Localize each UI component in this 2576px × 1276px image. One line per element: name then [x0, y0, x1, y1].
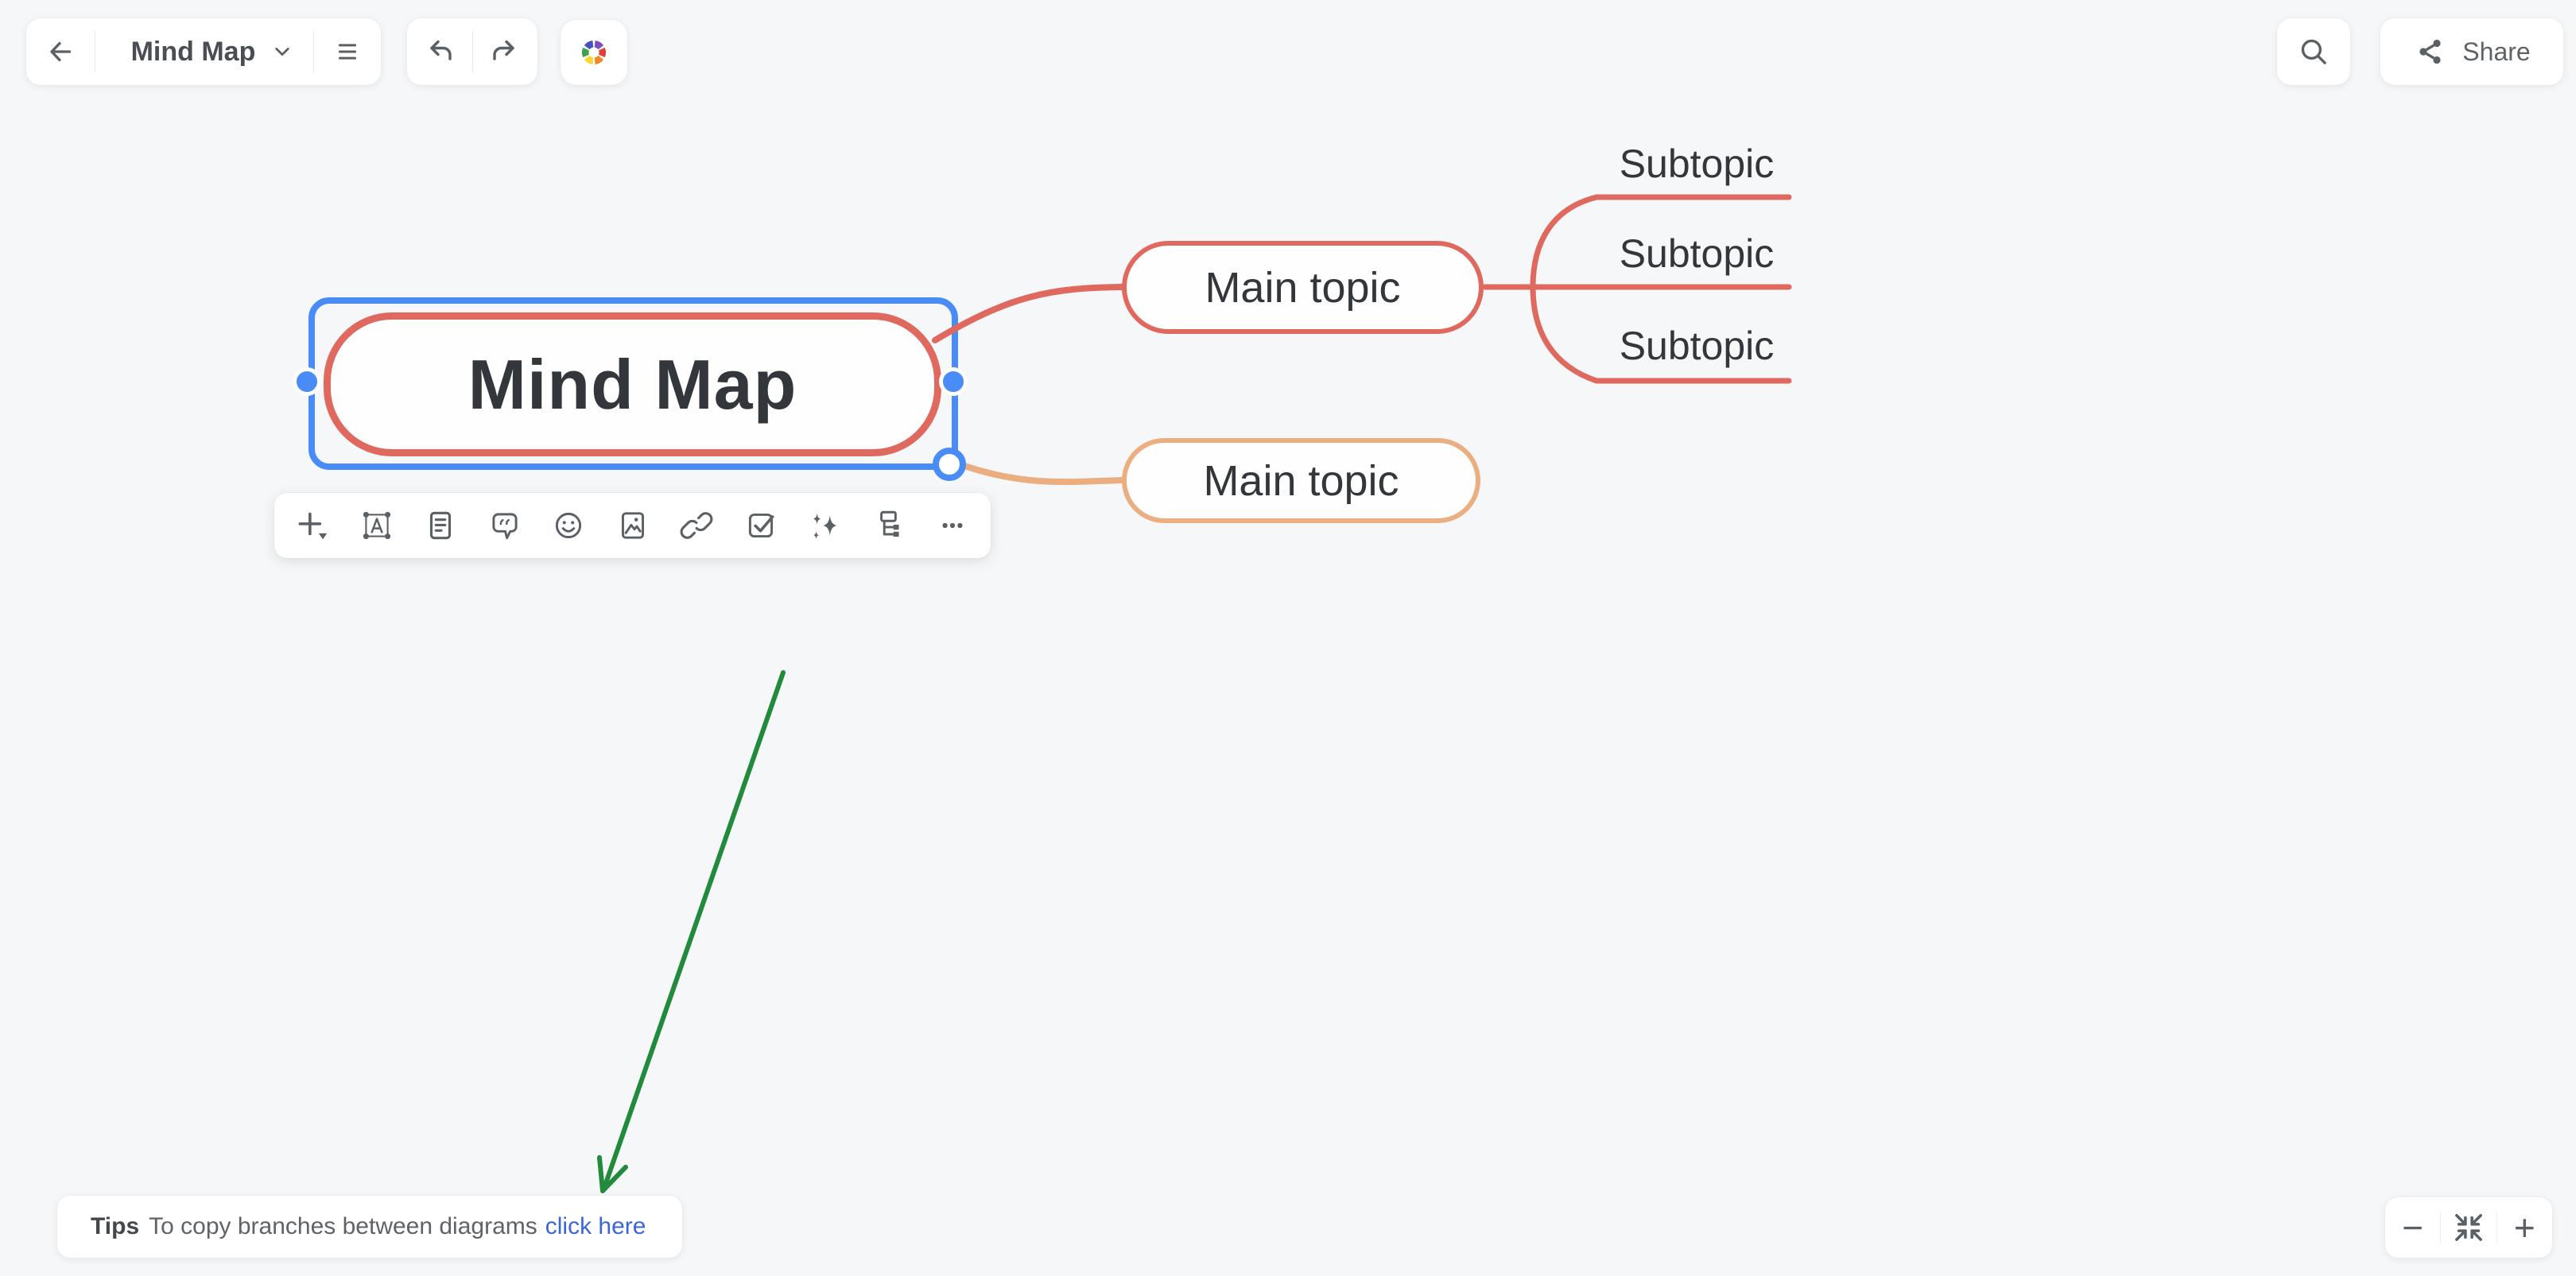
share-icon	[2419, 39, 2441, 64]
chevron-down-icon	[275, 47, 290, 56]
subtopic-node-2[interactable]: Subtopic	[1558, 231, 1836, 277]
image-button[interactable]	[614, 502, 652, 549]
subtopic-node-3[interactable]: Subtopic	[1558, 323, 1836, 369]
branch-drag-handle[interactable]	[933, 448, 966, 481]
subtopic-2-label: Subtopic	[1619, 231, 1775, 276]
zoom-controls: − +	[2385, 1197, 2552, 1258]
note-button[interactable]	[421, 502, 460, 549]
sparkles-icon	[813, 513, 837, 539]
main-topic-node-2[interactable]: Main topic	[1122, 438, 1480, 523]
annotation-arrow	[602, 670, 786, 1190]
search-icon	[2301, 39, 2326, 64]
note-icon	[429, 511, 452, 540]
tips-message: To copy branches between diagrams	[149, 1213, 537, 1239]
undo-button[interactable]	[407, 18, 472, 85]
comment-icon	[491, 513, 518, 540]
resize-handle-left[interactable]	[293, 367, 321, 396]
task-button[interactable]	[742, 502, 780, 549]
divider	[471, 31, 473, 72]
main-topic-node-1[interactable]: Main topic	[1122, 241, 1484, 334]
share-button[interactable]: Share	[2380, 18, 2563, 85]
add-node-button[interactable]	[293, 502, 332, 549]
ai-button[interactable]	[805, 502, 844, 549]
back-button[interactable]	[26, 18, 95, 85]
emoji-smile-icon	[555, 512, 582, 539]
theme-button[interactable]	[561, 20, 627, 85]
root-node[interactable]: Mind Map	[324, 312, 941, 456]
tips-label: Tips	[91, 1213, 140, 1239]
plus-icon	[298, 512, 328, 540]
document-toolbar: Mind Map	[26, 18, 381, 85]
resize-handle-right[interactable]	[939, 367, 968, 396]
tree-structure-icon	[879, 510, 899, 537]
node-action-toolbar	[274, 493, 991, 558]
more-button[interactable]	[933, 502, 972, 549]
redo-icon	[493, 40, 514, 60]
document-title: Mind Map	[130, 36, 256, 67]
zoom-in-button[interactable]: +	[2513, 1207, 2535, 1248]
hamburger-menu-icon	[338, 44, 357, 60]
subtopic-3-label: Subtopic	[1619, 324, 1775, 368]
link-button[interactable]	[677, 502, 716, 549]
text-button[interactable]	[358, 502, 396, 549]
ellipsis-icon	[942, 522, 963, 529]
divider	[2440, 1212, 2442, 1243]
back-arrow-icon	[50, 41, 72, 62]
main-topic-1-label: Main topic	[1205, 263, 1401, 312]
link-icon	[680, 512, 713, 539]
checkbox-icon	[748, 513, 774, 538]
subtopic-1-label: Subtopic	[1619, 142, 1775, 186]
subtopic-node-1[interactable]: Subtopic	[1558, 141, 1836, 187]
fit-view-button[interactable]	[2441, 1197, 2496, 1258]
undo-redo-toolbar	[407, 18, 537, 85]
image-icon	[621, 512, 644, 539]
menu-button[interactable]	[314, 18, 381, 85]
fit-view-icon	[2455, 1214, 2482, 1241]
annotation-arrowhead	[597, 1155, 628, 1193]
main-topic-2-label: Main topic	[1203, 456, 1399, 505]
caret-down-icon	[318, 533, 328, 540]
document-title-dropdown[interactable]: Mind Map	[95, 18, 313, 85]
comment-button[interactable]	[486, 502, 524, 549]
divider	[2496, 1212, 2497, 1243]
structure-button[interactable]	[870, 502, 908, 549]
branch-root-to-main2	[940, 455, 1126, 486]
text-frame-icon	[363, 511, 390, 540]
tips-bar: Tips To copy branches between diagrams c…	[57, 1196, 682, 1258]
emoji-button[interactable]	[549, 502, 588, 549]
root-node-label: Mind Map	[467, 344, 797, 424]
share-label: Share	[2462, 37, 2531, 66]
zoom-out-button[interactable]: −	[2402, 1207, 2424, 1248]
undo-icon	[430, 40, 452, 60]
search-button[interactable]	[2277, 18, 2350, 85]
tips-click-here-link[interactable]: click here	[545, 1213, 646, 1239]
branch-root-to-main1	[932, 284, 1126, 343]
redo-button[interactable]	[473, 18, 538, 85]
color-wheel-icon	[581, 41, 607, 64]
divider	[313, 31, 314, 72]
